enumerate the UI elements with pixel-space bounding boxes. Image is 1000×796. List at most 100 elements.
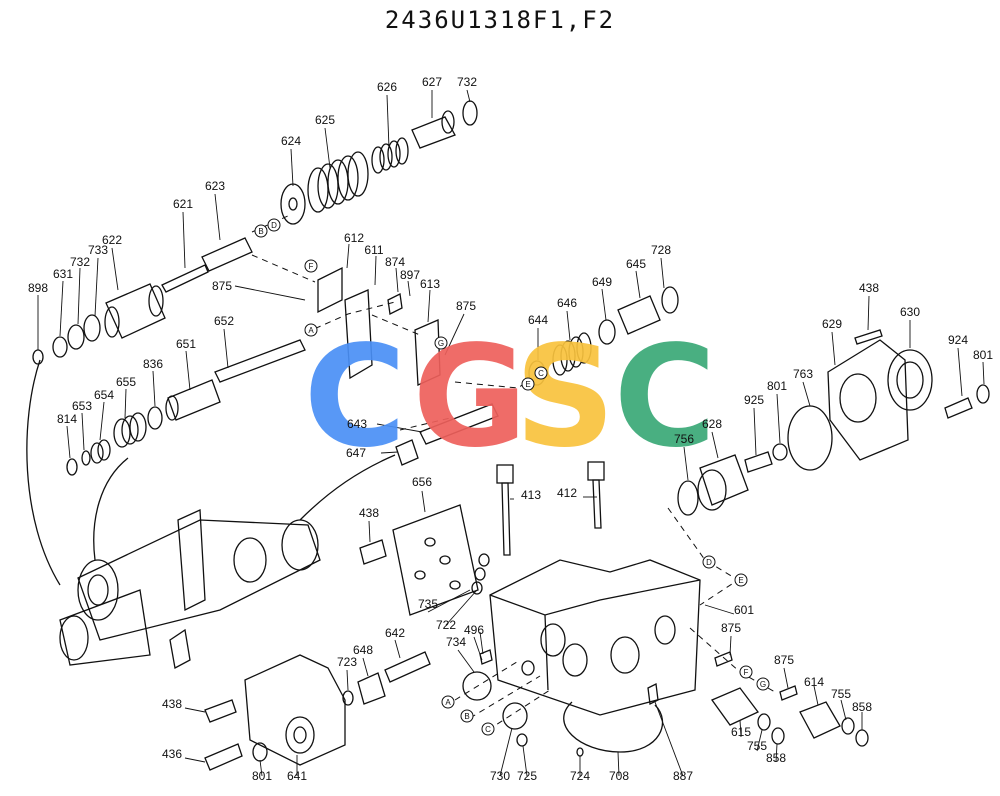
leader-lines [37, 89, 985, 777]
part-614 [799, 701, 841, 739]
part-label: 656 [412, 475, 432, 489]
part-label: 641 [287, 769, 307, 783]
part-label: 858 [852, 700, 872, 714]
part-649 [598, 319, 616, 345]
part-label: 645 [626, 257, 646, 271]
circled-letter-marker: D [702, 555, 716, 569]
part-612 [317, 266, 343, 314]
part-label: 730 [490, 769, 510, 783]
circled-letter-marker: F [304, 259, 318, 273]
part-label: 631 [53, 267, 73, 281]
part-label: 814 [57, 412, 77, 426]
circled-letter-marker: C [534, 366, 548, 380]
circled-letter-marker: B [460, 709, 474, 723]
svg-text:C: C [485, 725, 491, 734]
part-label: 651 [176, 337, 196, 351]
part-725 [516, 733, 528, 747]
part-436 [204, 743, 243, 771]
part-label: 652 [214, 314, 234, 328]
part-label: 801 [252, 769, 272, 783]
part-836 [147, 406, 163, 430]
svg-text:F: F [309, 262, 314, 271]
part-label: 629 [822, 317, 842, 331]
svg-text:B: B [258, 227, 263, 236]
inset-arrow-mid [93, 457, 129, 561]
part-622 [104, 283, 166, 339]
part-label: 732 [70, 255, 90, 269]
part-924 [944, 397, 973, 419]
part-814 [66, 458, 78, 476]
part-925 [744, 451, 773, 473]
watermark-letter: S [515, 316, 616, 479]
part-755-a [757, 713, 771, 731]
part-623 [201, 237, 253, 272]
circled-letter-marker: C [481, 722, 495, 736]
part-629 [827, 339, 909, 461]
svg-text:G: G [760, 680, 766, 689]
part-label: 655 [116, 375, 136, 389]
circled-letter-marker: E [734, 573, 748, 587]
part-label: 708 [609, 769, 629, 783]
part-label: 626 [377, 80, 397, 94]
part-label: 733 [88, 243, 108, 257]
part-label: 648 [353, 643, 373, 657]
part-601 [489, 559, 701, 716]
part-label: 728 [651, 243, 671, 257]
part-label: 611 [364, 243, 383, 257]
part-412 [587, 461, 605, 529]
part-654 [90, 439, 111, 464]
part-724 [576, 747, 584, 757]
part-label: 612 [344, 231, 364, 245]
part-label: 624 [281, 134, 301, 148]
part-label: 725 [517, 769, 537, 783]
part-651 [167, 379, 221, 421]
inset-arrow-right [299, 454, 396, 521]
part-label: 732 [457, 75, 477, 89]
svg-text:D: D [271, 221, 277, 230]
part-723 [342, 690, 354, 706]
part-label: 623 [205, 179, 225, 193]
circled-letter-marker: E [521, 377, 535, 391]
circled-letter-marker: A [441, 695, 455, 709]
part-875-low2 [779, 685, 798, 701]
part-728 [661, 286, 679, 314]
part-625 [307, 151, 369, 213]
part-656 [392, 504, 479, 616]
part-label: 875 [721, 621, 741, 635]
part-label: 625 [315, 113, 335, 127]
part-label: 897 [400, 268, 420, 282]
part-label: 621 [173, 197, 193, 211]
svg-text:E: E [525, 380, 530, 389]
svg-text:A: A [445, 698, 451, 707]
part-613 [414, 319, 441, 386]
watermark-letter: C [614, 316, 717, 479]
inset-arrow-left [26, 359, 61, 586]
part-label: 614 [804, 675, 824, 689]
part-734 [462, 671, 492, 701]
part-655 [113, 412, 147, 448]
part-label: 654 [94, 388, 114, 402]
circled-letter-marker: D [267, 218, 281, 232]
alignment-lines [251, 214, 776, 731]
part-label: 724 [570, 769, 590, 783]
part-label: 763 [793, 367, 813, 381]
part-642 [384, 651, 431, 683]
part-label: 412 [557, 486, 577, 500]
circled-letter-marker: F [739, 665, 753, 679]
part-label: 734 [446, 635, 466, 649]
part-643 [419, 403, 499, 445]
part-858-b [855, 729, 869, 747]
part-label: 653 [72, 399, 92, 413]
part-652 [214, 339, 306, 383]
part-733 [83, 314, 101, 342]
svg-text:D: D [706, 558, 712, 567]
part-898 [32, 349, 44, 365]
svg-text:C: C [538, 369, 544, 378]
part-624 [280, 183, 306, 225]
part-label: 644 [528, 313, 548, 327]
part-858-a [771, 727, 785, 745]
part-label: 613 [420, 277, 440, 291]
part-label: 924 [948, 333, 968, 347]
svg-text:B: B [464, 712, 469, 721]
